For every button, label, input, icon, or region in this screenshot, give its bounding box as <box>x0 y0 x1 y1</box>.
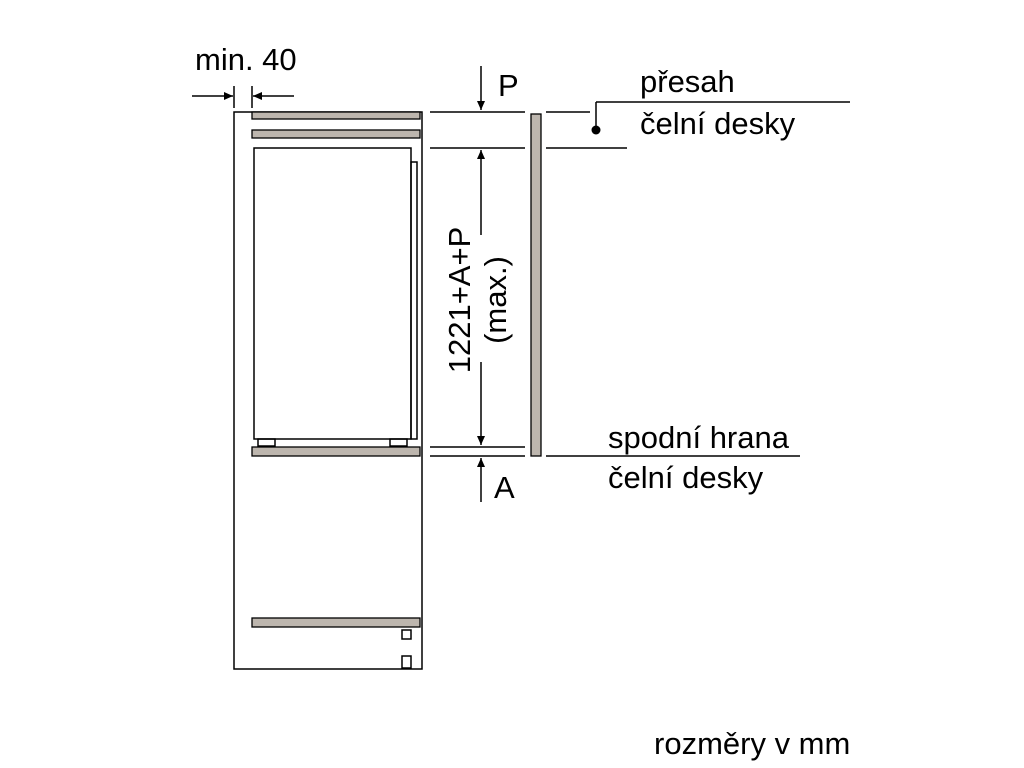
appliance-foot-right <box>389 438 408 447</box>
height-max-label: (max.) <box>478 256 513 344</box>
overhang-callout-dot <box>591 125 601 135</box>
bottom-edge-label-line2: čelní desky <box>608 460 764 495</box>
door-front-panel <box>530 113 542 457</box>
appliance-foot-left <box>257 438 276 447</box>
min-gap-label: min. 40 <box>195 42 297 77</box>
cabinet-bracket-upper <box>401 629 412 640</box>
bottom-edge-label-line1: spodní hrana <box>608 420 790 455</box>
cabinet-lower-shelf <box>251 617 421 628</box>
height-formula-label: 1221+A+P <box>442 227 477 374</box>
cabinet-bracket-lower <box>401 655 412 669</box>
units-note: rozměry v mm <box>654 726 850 761</box>
p-label: P <box>498 68 519 103</box>
a-label: A <box>494 470 515 505</box>
cabinet-middle-shelf <box>251 446 421 457</box>
appliance-door-edge <box>410 161 418 440</box>
cabinet-top-panel <box>251 111 421 120</box>
overhang-label-line1: přesah <box>640 64 735 99</box>
appliance-body <box>253 147 412 440</box>
cabinet-upper-shelf <box>251 129 421 139</box>
cabinet-outline <box>233 111 423 670</box>
overhang-label-line2: čelní desky <box>640 106 796 141</box>
